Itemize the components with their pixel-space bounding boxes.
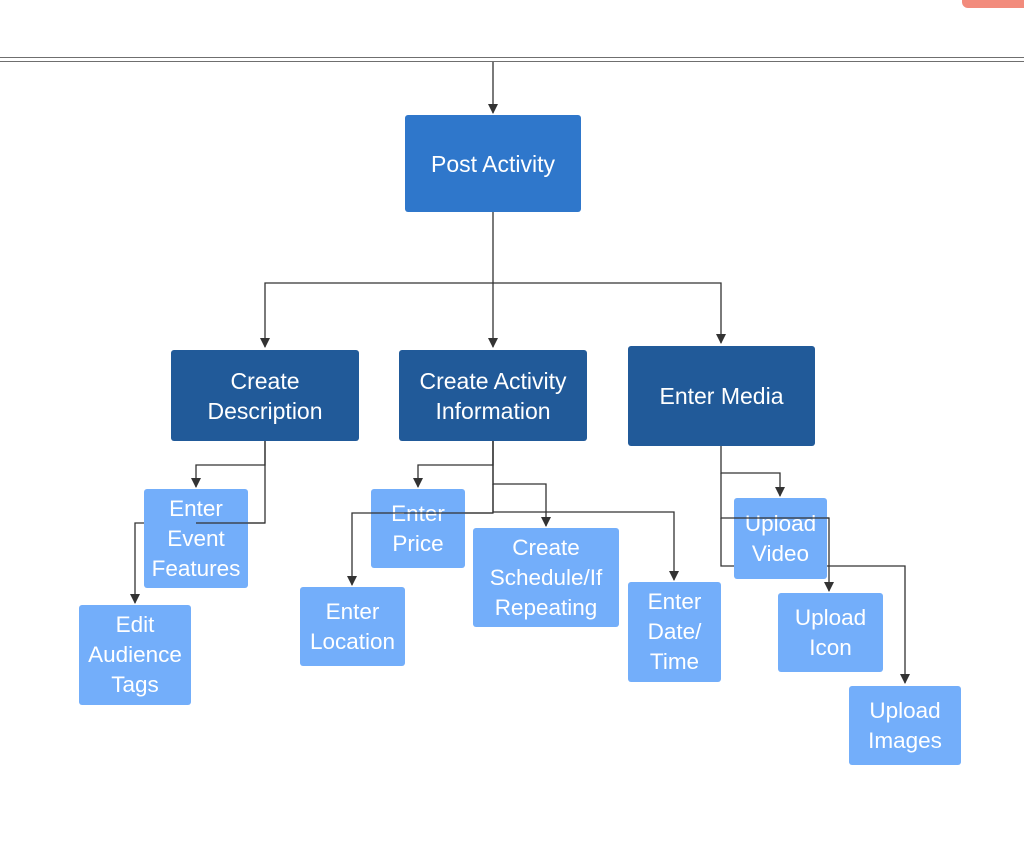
create-schedule-label: Create Schedule/If Repeating — [489, 534, 603, 620]
connector-information-to-schedule — [492, 441, 551, 527]
create-schedule-node[interactable]: Create Schedule/If Repeating — [473, 528, 619, 627]
enter-location-node[interactable]: Enter Location — [300, 587, 405, 666]
create-description-label: Create Description — [207, 367, 323, 424]
upload-images-label: Upload Images — [868, 697, 942, 753]
enter-price-node[interactable]: Enter Price — [371, 489, 465, 568]
enter-event-features-node[interactable]: Enter Event Features — [144, 489, 248, 588]
connector-information-to-datetime — [492, 484, 679, 581]
enter-media-label: Enter Media — [659, 383, 784, 409]
enter-event-features-label: Enter Event Features — [151, 495, 241, 581]
create-activity-information-label: Create Activity Information — [419, 367, 567, 424]
edit-audience-tags-label: Edit Audience Tags — [88, 612, 182, 697]
enter-media-node[interactable]: Enter Media — [628, 346, 815, 446]
corner-tab — [962, 0, 1024, 8]
enter-date-time-node[interactable]: Enter Date/ Time — [628, 582, 721, 682]
upload-icon-label: Upload Icon — [794, 604, 867, 660]
upload-video-label: Upload Video — [744, 510, 817, 566]
edit-audience-tags-node[interactable]: Edit Audience Tags — [79, 605, 191, 705]
connector-root-to-media — [493, 282, 726, 344]
post-activity-node[interactable]: Post Activity — [405, 115, 581, 212]
connector-root-to-description — [260, 212, 494, 348]
enter-date-time-label: Enter Date/ Time — [647, 589, 702, 674]
connector-media-to-video — [720, 446, 785, 497]
upload-images-node[interactable]: Upload Images — [849, 686, 961, 765]
upload-icon-node[interactable]: Upload Icon — [778, 593, 883, 672]
create-activity-information-node[interactable]: Create Activity Information — [399, 350, 587, 441]
upload-video-node[interactable]: Upload Video — [734, 498, 827, 579]
top-divider-line-lower — [0, 61, 1024, 62]
create-description-node[interactable]: Create Description — [171, 350, 359, 441]
top-divider-line — [0, 57, 1024, 58]
enter-location-label: Enter Location — [309, 598, 396, 654]
post-activity-label: Post Activity — [431, 150, 555, 177]
